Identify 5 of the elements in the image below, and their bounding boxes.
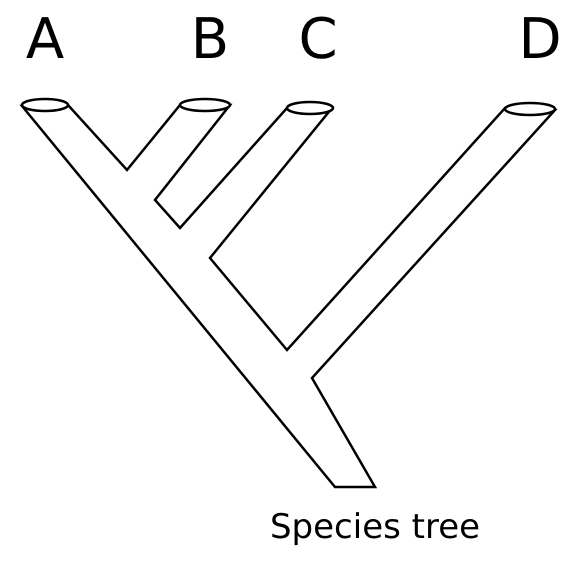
tip-label: A: [26, 8, 64, 72]
tip-label: C: [298, 8, 338, 72]
caption: Species tree: [270, 506, 480, 549]
tip-label: D: [518, 8, 562, 72]
tip-label: B: [190, 8, 230, 72]
